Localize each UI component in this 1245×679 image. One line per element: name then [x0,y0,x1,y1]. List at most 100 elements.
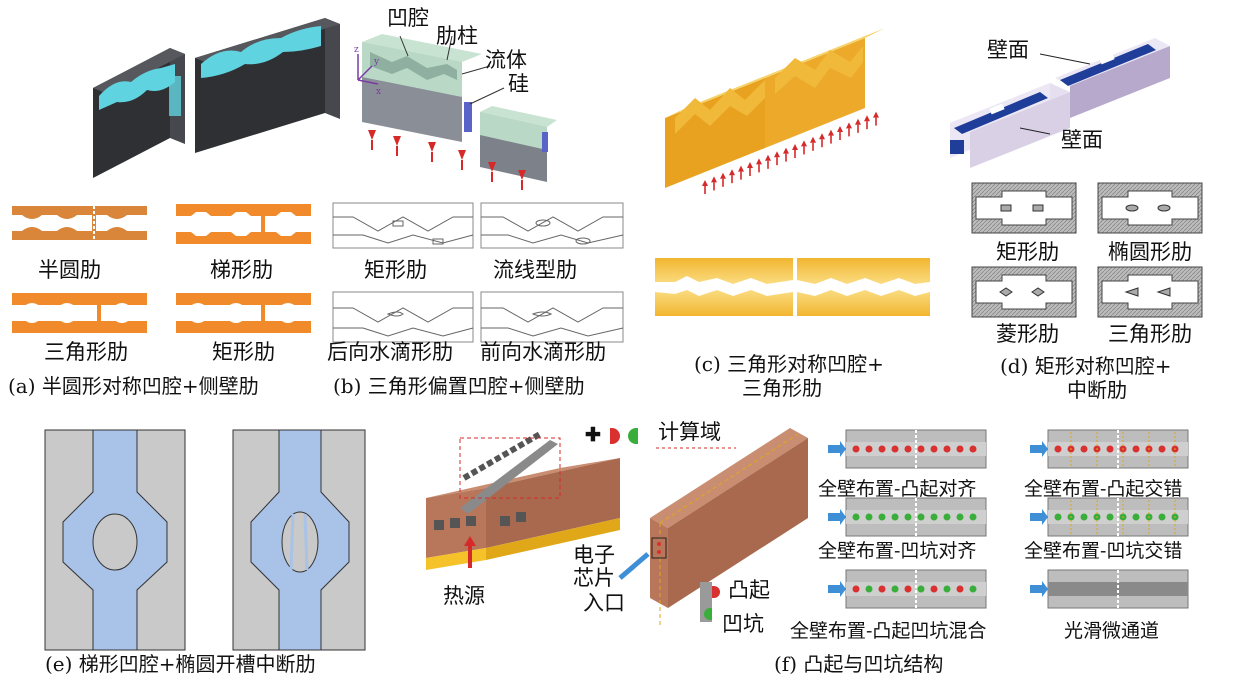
heat-arrow-shaft [776,157,778,166]
heat-arrow-shaft [848,128,850,137]
rib-rect-mark [1032,204,1044,212]
mixed-dot [969,585,977,593]
flow-arrow-icon [1030,509,1048,525]
heat-arrow [774,151,780,158]
heat-arrow-shaft [713,182,715,191]
caption-c-line1: (c) 三角形对称凹腔+ [694,352,884,376]
label-streamline-rib: 流线型肋 [493,258,577,282]
heat-arrow-shaft [794,150,796,158]
heat-arrow-shaft [749,168,751,176]
bump-dot [1132,445,1140,453]
label-heat-source: 热源 [443,584,485,608]
label-dimple: 凹坑 [722,612,764,636]
heat-arrow [702,180,708,186]
flow-arrow-icon [828,509,846,525]
rib-diamond-mark [1031,287,1045,297]
bump-legend-icon [610,428,620,444]
label-chip-line2: 芯片 [573,566,615,590]
callout-silicon: 硅 [508,72,529,96]
heat-arrow-shaft [875,117,877,126]
computational-domain-3d [618,428,808,628]
dimple-dot [1054,513,1062,521]
heat-arrow-shaft [857,124,859,133]
bump-dot [1106,445,1114,453]
heat-arrow-shaft [767,160,769,169]
caption-d-line2: 中断肋 [1067,378,1127,402]
bump-dot [852,445,860,453]
rib-cell-channel [975,190,1073,226]
dimple-dot [878,513,886,521]
dimple-dot [1132,513,1140,521]
bump-dot [930,445,938,453]
mixed-dot [917,585,925,593]
flow-arrow-icon [828,581,846,597]
config-thumb-channel [1048,442,1188,456]
heat-arrow-shaft [830,135,832,144]
mixed-dot [891,585,899,593]
rectangle-symmetric-channel-3d [950,38,1170,168]
label-computational-domain: 计算域 [658,420,721,444]
heat-arrow-shaft [866,121,868,130]
dimple-dot [1080,513,1088,521]
caption-e: (e) 梯形凹腔+椭圆开槽中断肋 [45,652,316,676]
heat-arrow [864,115,870,122]
plus-icon: ✚ [585,424,601,446]
dimple-dot [891,513,899,521]
callout-wall-1: 壁面 [987,38,1029,62]
label-rectangle-rib: 矩形肋 [212,340,275,364]
label-config-dimple-staggered: 全壁布置-凹坑交错 [1024,540,1183,562]
heat-arrow [855,118,861,125]
label-semicircle-rib: 半圆肋 [38,258,101,282]
heat-arrow [828,129,834,136]
dimple-marker-icon [704,608,712,620]
rib-cell-channel [1101,274,1199,310]
trapezoid-cavity-slotted-rib [232,429,366,651]
mixed-dot [904,585,912,593]
heat-arrow-shaft [821,139,823,148]
semicircle-rib-strip [12,206,147,240]
rib-cell-channel [975,274,1073,310]
callout-fluid: 流体 [485,48,527,72]
heat-arrow-shaft [731,175,733,184]
rib-grid-d [971,182,1203,318]
mixed-dot [956,585,964,593]
label-backward-teardrop-rib: 后向水滴形肋 [327,340,453,364]
dimple-dot [930,513,938,521]
rectangle-rib-strip [176,293,311,333]
triangle-offset-channel-3d: z x y [354,34,557,190]
triangle-rib-strip-c [655,258,930,316]
label-rectangle-rib-d: 矩形肋 [996,240,1059,264]
label-config-dimple-aligned: 全壁布置-凹坑对齐 [818,540,977,562]
caption-f: (f) 凸起与凹坑结构 [774,652,944,676]
heat-arrow [765,154,771,161]
triangle-symmetric-channel-3d [665,28,885,194]
dimple-dot [969,513,977,521]
rib-ellipse-mark [1157,204,1171,212]
heat-arrow [837,126,843,132]
heat-arrow-shaft [785,153,787,162]
heat-arrow [756,158,762,165]
label-triangle-rib-d: 三角形肋 [1108,322,1192,346]
bump-dot [865,445,873,453]
bump-dot [891,445,899,453]
heat-arrow [846,122,852,129]
teardrop-rib-outline [332,291,624,343]
flow-arrow-icon [1030,441,1048,457]
heat-arrow-shaft [803,146,805,155]
label-rectangle-rib-b: 矩形肋 [364,258,427,282]
label-triangle-rib: 三角形肋 [44,340,128,364]
svg-text:z: z [354,45,359,55]
dimple-dot [956,513,964,521]
heat-arrow-shaft [812,142,814,151]
config-thumb-channel [846,442,986,456]
label-trapezoid-rib: 梯形肋 [210,258,273,282]
bump-dot [969,445,977,453]
mixed-dot [865,585,873,593]
mixed-dot [930,585,938,593]
heat-arrow [720,172,726,179]
heat-arrow-shaft [740,171,742,180]
callout-wall-2: 壁面 [1061,128,1103,152]
config-thumbnails [828,429,1189,609]
mixed-dot [943,585,951,593]
label-ellipse-rib: 椭圆形肋 [1108,240,1192,264]
